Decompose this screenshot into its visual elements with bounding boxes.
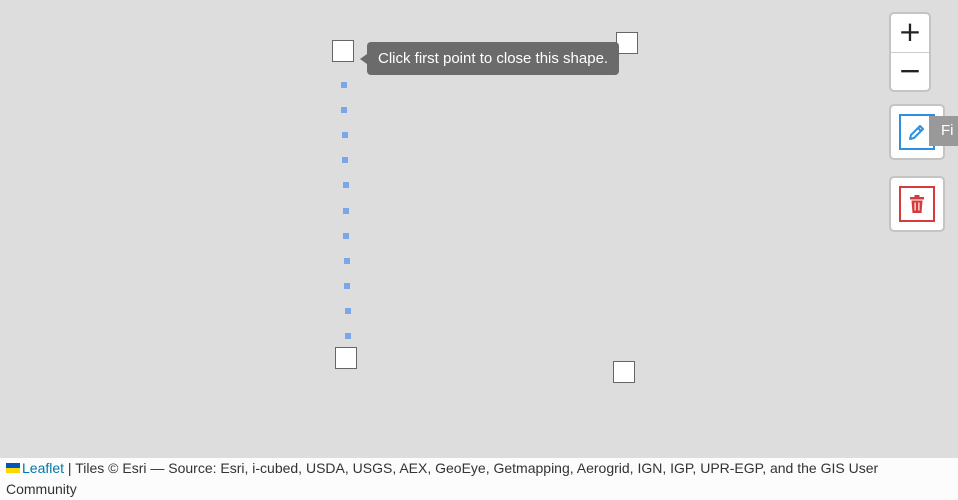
guide-line-dot: [341, 107, 348, 114]
guide-line-dot: [342, 182, 349, 189]
zoom-in-button[interactable]: +: [891, 14, 929, 53]
attribution-bar: Leaflet | Tiles © Esri — Source: Esri, i…: [0, 458, 958, 500]
guide-line-dot: [341, 82, 347, 88]
leaflet-link[interactable]: Leaflet: [22, 460, 65, 476]
zoom-out-button[interactable]: −: [898, 54, 922, 87]
trash-icon: [899, 186, 935, 222]
vertex-marker[interactable]: [616, 32, 638, 54]
zoom-control: + −: [889, 12, 931, 92]
finish-tooltip: Fi: [929, 116, 958, 146]
tiles-attribution-text: Tiles © Esri — Source: Esri, i-cubed, US…: [6, 460, 879, 497]
guide-line-dot: [344, 282, 351, 289]
ukraine-flag-icon: [6, 463, 20, 473]
guide-line-dot: [343, 257, 350, 264]
guide-line-dot: [343, 232, 350, 239]
draw-tooltip: Click first point to close this shape.: [359, 42, 620, 75]
guide-line-dot: [343, 207, 349, 214]
attribution-separator: |: [64, 460, 76, 476]
delete-shapes-button[interactable]: [889, 176, 945, 232]
vertex-marker-first[interactable]: [332, 40, 354, 62]
guide-line-dot: [342, 157, 349, 164]
vertex-marker[interactable]: [613, 361, 635, 383]
vertex-marker[interactable]: [335, 347, 357, 369]
guide-line-dot: [345, 333, 351, 339]
guide-line-dot: [344, 307, 351, 314]
guide-line-dot: [341, 132, 348, 139]
